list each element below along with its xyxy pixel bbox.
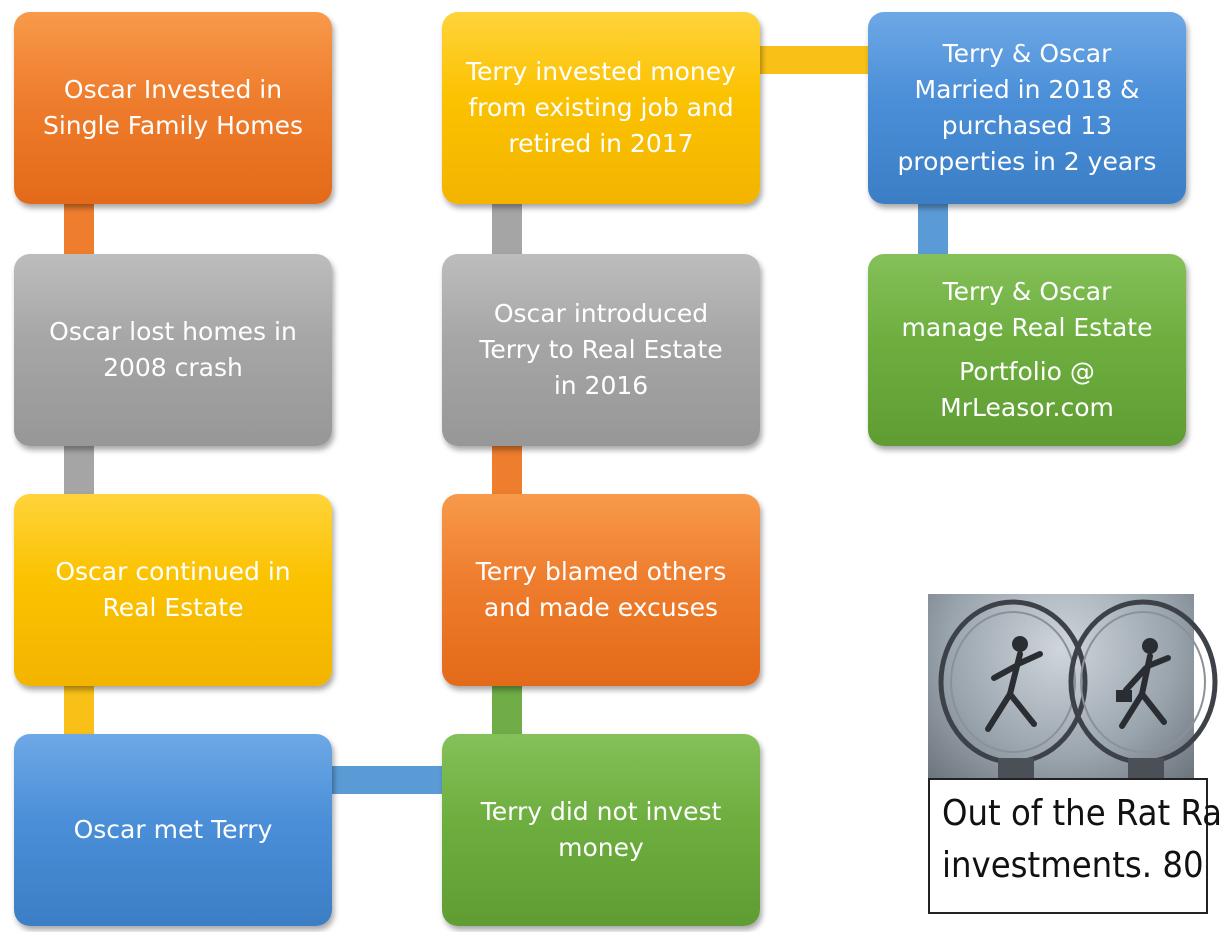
box-oscar-met-terry: Oscar met Terry (14, 734, 332, 926)
box-oscar-met-terry-text: Oscar met Terry (73, 815, 273, 844)
rat-race-thumbnail (928, 594, 1218, 778)
box-terry-did-not-invest: Terry did not invest money (442, 734, 760, 926)
connector-oscar-invested-to-lost (64, 200, 94, 260)
connector-terry-invested-to-married (756, 46, 872, 74)
rat-race-caption: Out of the Rat Ra investments. 80 (928, 778, 1222, 914)
box-terry-blamed: Terry blamed others and made excuses (442, 494, 760, 686)
box-oscar-lost-homes: Oscar lost homes in 2008 crash (14, 254, 332, 446)
caption-line-2: investments. 80 (942, 845, 1204, 886)
box-oscar-introduced-text: Oscar introduced Terry to Real Estate in… (479, 299, 723, 400)
box-married-purchased: Terry & Oscar Married in 2018 & purchase… (868, 12, 1186, 204)
connector-terry-did-not-to-blamed (492, 680, 522, 740)
connector-introduced-to-terry-invested (492, 200, 522, 260)
box-oscar-continued-text: Oscar continued in Real Estate (55, 557, 291, 622)
connector-oscar-lost-to-continued (64, 440, 94, 500)
connector-oscar-met-to-terry-did-not (326, 766, 446, 794)
box-married-purchased-text: Terry & Oscar Married in 2018 & purchase… (897, 39, 1157, 176)
connector-oscar-continued-to-met (64, 680, 94, 740)
box-terry-did-not-invest-text: Terry did not invest money (480, 797, 722, 862)
box-oscar-continued: Oscar continued in Real Estate (14, 494, 332, 686)
running-man-icon (985, 636, 1043, 732)
box-oscar-introduced: Oscar introduced Terry to Real Estate in… (442, 254, 760, 446)
briefcase-icon (1116, 690, 1132, 702)
running-woman-icon (1116, 638, 1171, 729)
box-oscar-invested: Oscar Invested in Single Family Homes (14, 12, 332, 204)
box-terry-blamed-text: Terry blamed others and made excuses (475, 557, 727, 622)
box-oscar-lost-homes-text: Oscar lost homes in 2008 crash (49, 317, 297, 382)
box-manage-portfolio-line2: Portfolio @ MrLeasor.com (940, 357, 1114, 422)
box-manage-portfolio: Terry & Oscar manage Real Estate Portfol… (868, 254, 1186, 446)
hamster-wheels-illustration (938, 599, 1218, 778)
caption-line-1: Out of the Rat Ra (942, 793, 1222, 834)
connector-blamed-to-introduced (492, 440, 522, 500)
box-manage-portfolio-line1: Terry & Oscar manage Real Estate (901, 277, 1153, 342)
box-terry-invested-text: Terry invested money from existing job a… (466, 57, 736, 158)
box-oscar-invested-text: Oscar Invested in Single Family Homes (42, 75, 304, 140)
box-terry-invested: Terry invested money from existing job a… (442, 12, 760, 204)
connector-married-to-manage (918, 200, 948, 260)
